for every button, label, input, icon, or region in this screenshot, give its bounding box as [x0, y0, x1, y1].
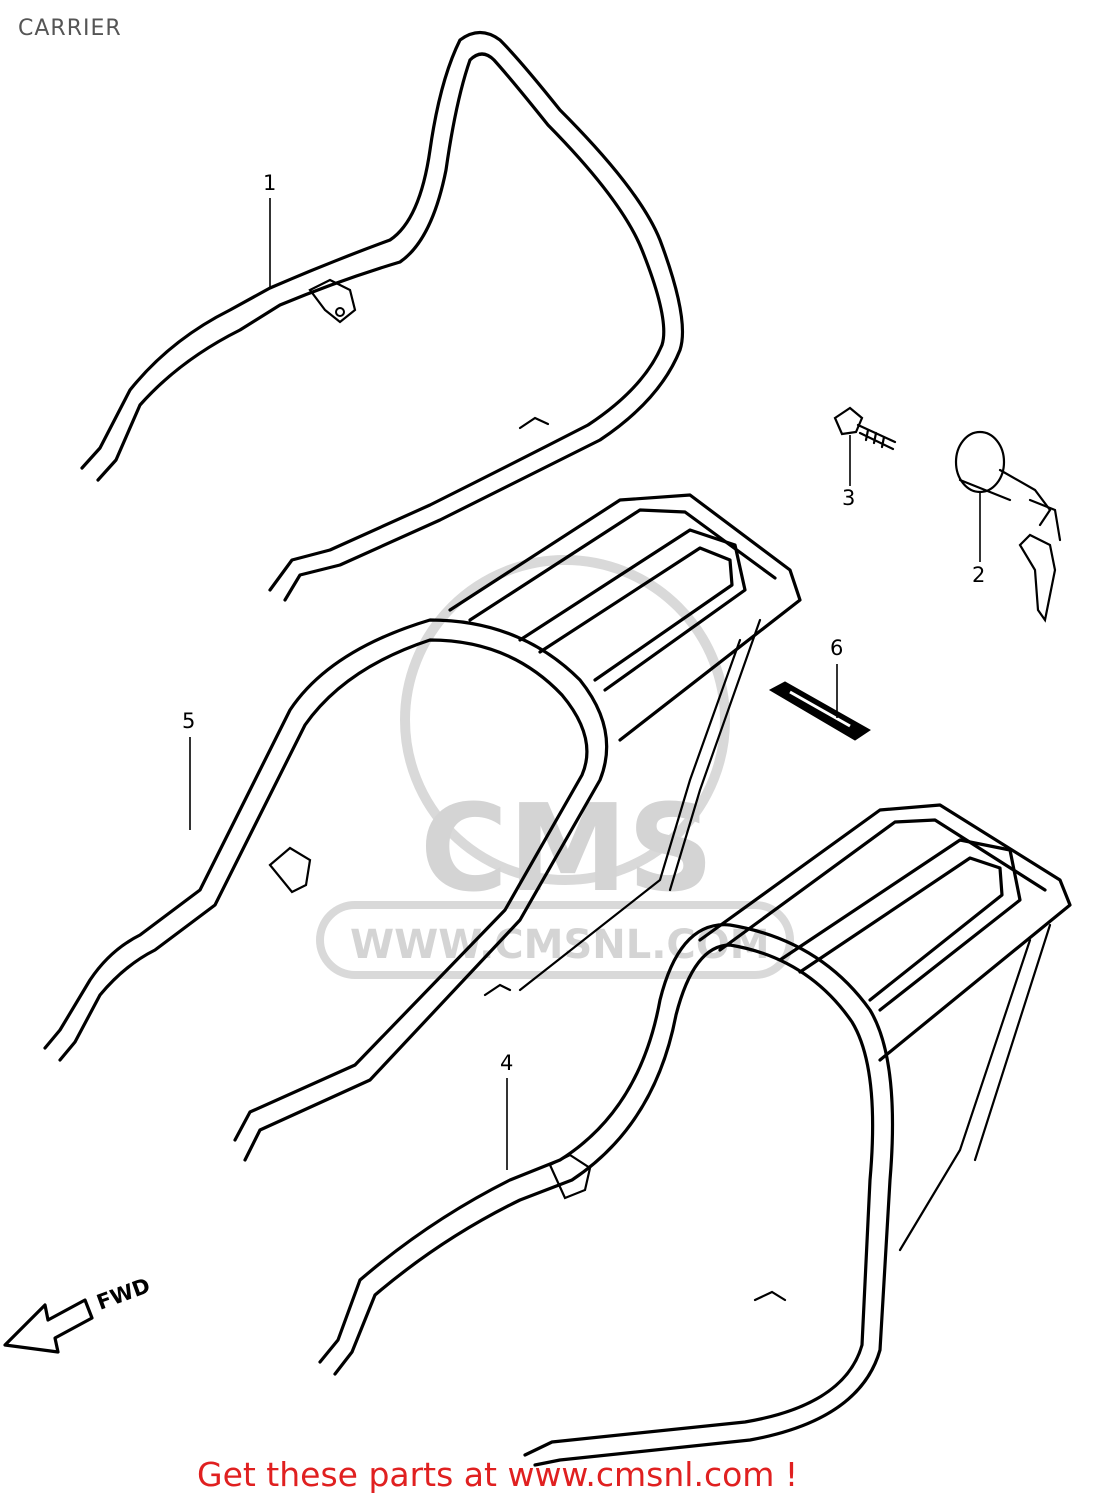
part-1-grab-rail [80, 30, 685, 602]
callout-6: 6 [830, 636, 843, 718]
callout-3: 3 [842, 435, 855, 510]
forward-direction-arrow: FWD [3, 1273, 154, 1354]
callout-3-label: 3 [842, 486, 855, 510]
callout-4-label: 4 [500, 1051, 513, 1075]
callout-1-label: 1 [263, 171, 276, 195]
part-3-bolt [833, 406, 897, 451]
part-2-lock-set [954, 430, 1062, 623]
part-5-carrier [43, 493, 802, 1162]
part-4-carrier [318, 803, 1072, 1467]
callout-6-label: 6 [830, 636, 843, 660]
callout-2: 2 [972, 492, 985, 587]
fwd-label: FWD [94, 1273, 154, 1314]
callout-2-label: 2 [972, 563, 985, 587]
part-6-label [768, 681, 871, 741]
callout-1: 1 [263, 171, 276, 288]
cta-link-text[interactable]: Get these parts at www.cmsnl.com ! [197, 1455, 799, 1494]
cmsnl-watermark: CMS WWW.CMSNL.COM [316, 555, 794, 979]
callout-4: 4 [500, 1051, 513, 1170]
callout-5: 5 [182, 709, 195, 830]
callout-5-label: 5 [182, 709, 195, 733]
page-title: CARRIER [18, 16, 122, 41]
